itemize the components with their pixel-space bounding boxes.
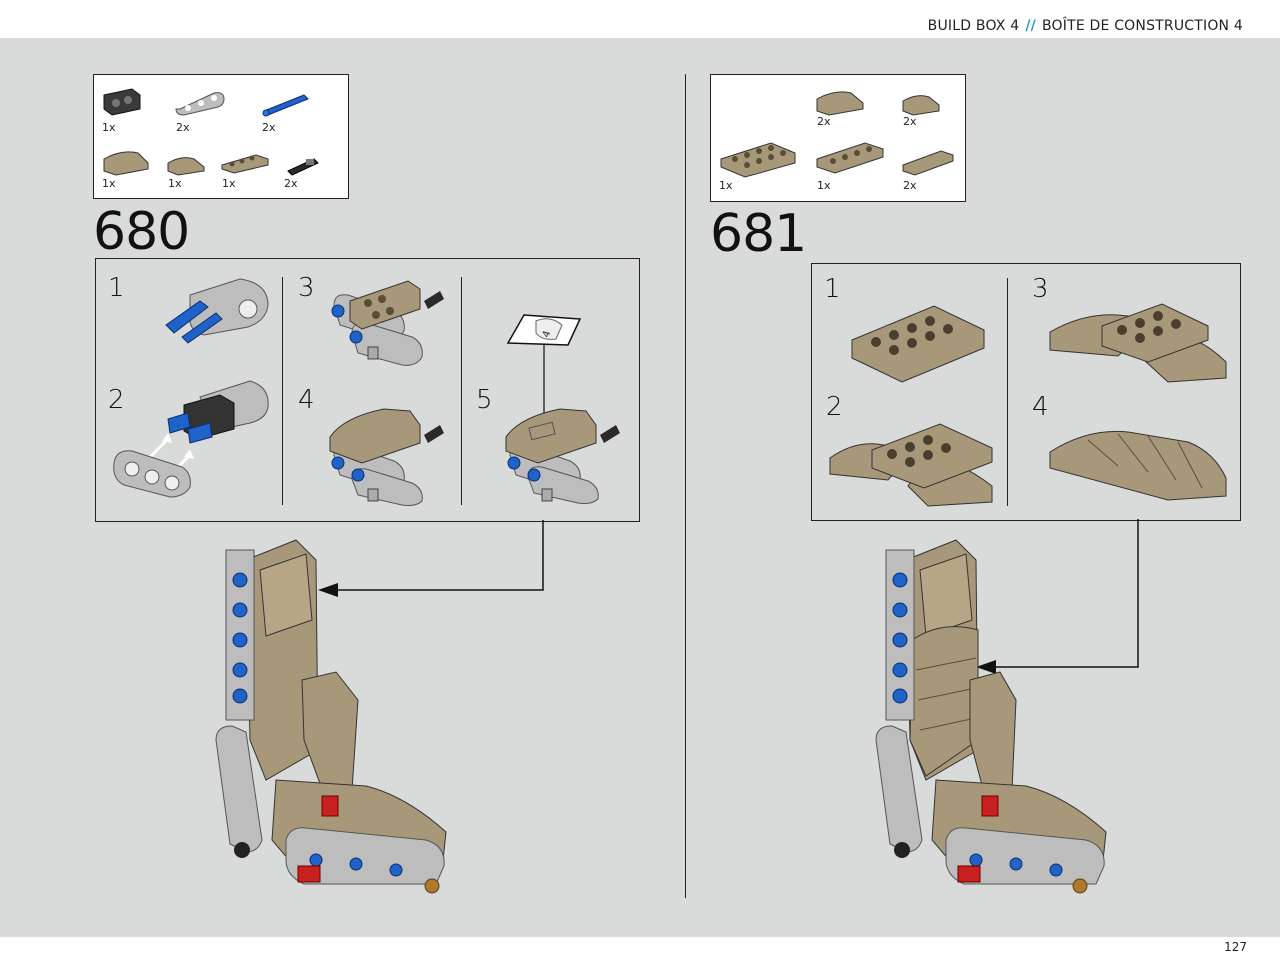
assembled-model-680 xyxy=(215,539,447,894)
substeps-box-681: 1 2 3 4 xyxy=(811,263,1241,521)
header-separator: // xyxy=(1025,18,1036,34)
page-divider xyxy=(685,74,686,898)
part-black-pin-axle xyxy=(287,158,319,176)
header-title-fr: BOÎTE DE CONSTRUCTION 4 xyxy=(1041,18,1243,34)
qty-680-2: 2x xyxy=(176,121,190,134)
page-number: 127 xyxy=(1224,940,1247,954)
header-title-en: BUILD BOX 4 xyxy=(927,18,1020,34)
substep-number: 2 xyxy=(108,385,125,415)
substep-number: 3 xyxy=(298,273,315,303)
qty-681-3: 1x xyxy=(719,179,733,192)
part-tan-curved-slope-2x2 xyxy=(103,151,149,176)
substep-number: 1 xyxy=(824,274,841,304)
substep-divider xyxy=(1007,278,1008,506)
substep-number: 4 xyxy=(1032,392,1049,422)
substep-divider xyxy=(282,277,283,505)
assembled-model-681 xyxy=(875,539,1107,894)
sticker-label: 4 xyxy=(541,329,554,339)
substep-number: 1 xyxy=(108,273,125,303)
substep-4-illustration xyxy=(329,408,444,506)
qty-680-5: 1x xyxy=(168,177,182,190)
substep-4-illustration xyxy=(1049,430,1227,501)
substep-3-illustration xyxy=(331,280,444,366)
header-title: BUILD BOX 4 // BOÎTE DE CONSTRUCTION 4 xyxy=(928,18,1243,34)
qty-680-1: 1x xyxy=(102,121,116,134)
substep-number: 3 xyxy=(1032,274,1049,304)
step-number-681: 681 xyxy=(710,204,807,264)
part-tan-plate-2x4 xyxy=(720,142,796,178)
qty-681-2: 2x xyxy=(903,115,917,128)
part-tan-plate-1x4 xyxy=(221,154,269,174)
qty-680-6: 1x xyxy=(222,177,236,190)
part-blue-technic-pin xyxy=(262,94,309,117)
parts-list-680: 1x 2x 2x 1x 1x 1x 2x xyxy=(93,74,349,199)
substep-3-illustration xyxy=(1049,303,1227,383)
substep-number: 4 xyxy=(298,385,315,415)
part-black-technic-brick xyxy=(103,88,141,116)
step-number-680: 680 xyxy=(93,202,190,262)
connector-arrow-680 xyxy=(318,520,544,597)
substep-1-illustration xyxy=(165,278,269,344)
part-tan-curved-slope-1x2 xyxy=(167,157,205,176)
part-tan-curved-slope-1x2 xyxy=(902,95,940,116)
substep-number: 2 xyxy=(826,392,843,422)
page-header: BUILD BOX 4 // BOÎTE DE CONSTRUCTION 4 xyxy=(0,0,1280,38)
substep-5-illustration: 4 xyxy=(505,314,620,504)
substep-number: 5 xyxy=(476,385,493,415)
substep-2-illustration xyxy=(113,380,269,498)
substep-2-illustration xyxy=(829,423,993,507)
qty-681-1: 2x xyxy=(817,115,831,128)
qty-681-4: 1x xyxy=(817,179,831,192)
part-tan-plate-1x4 xyxy=(816,142,884,174)
part-tan-curved-slope-2x2 xyxy=(816,91,864,116)
substeps-box-680: 1 2 3 4 5 xyxy=(95,258,640,522)
part-tan-tile-1x4 xyxy=(902,150,954,176)
substep-1-illustration xyxy=(851,305,985,383)
qty-681-5: 2x xyxy=(903,179,917,192)
page-footer xyxy=(0,937,1280,974)
substep-divider xyxy=(461,277,462,505)
parts-list-681: 2x 2x 1x 1x 2x xyxy=(710,74,966,202)
qty-680-3: 2x xyxy=(262,121,276,134)
connector-arrow-681 xyxy=(976,519,1139,674)
part-gray-technic-beam xyxy=(175,92,225,116)
qty-680-4: 1x xyxy=(102,177,116,190)
qty-680-7: 2x xyxy=(284,177,298,190)
